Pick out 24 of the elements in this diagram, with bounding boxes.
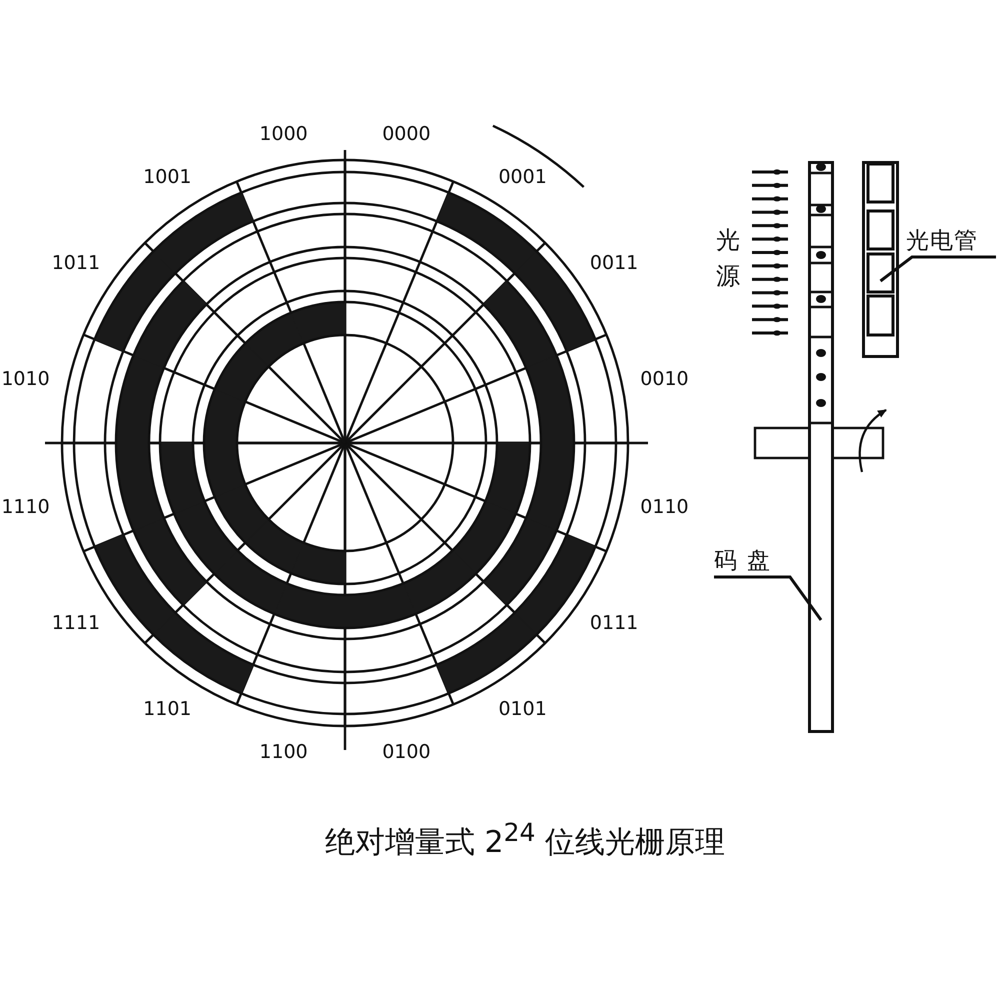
code-label: 1111 — [50, 610, 102, 636]
code-label: 1011 — [50, 251, 102, 276]
leader-line — [880, 256, 996, 282]
code-label: 1000 — [258, 122, 309, 148]
code-label: 0001 — [497, 165, 548, 190]
code-label: 0110 — [639, 494, 690, 520]
code-label: 0100 — [381, 740, 432, 765]
code-label: 0010 — [639, 367, 690, 392]
callout-text: 光电管 — [906, 226, 998, 256]
photocell-column — [862, 161, 899, 358]
caption: 绝对增量式 2$^{24}$ 位线光栅原理 — [324, 818, 726, 862]
leader-line — [714, 576, 822, 621]
code-label: 1010 — [0, 367, 51, 392]
code-label: 1001 — [142, 165, 192, 190]
code-label: 1100 — [258, 740, 309, 765]
light-source-label: 光源 — [716, 225, 741, 292]
code-label: 0011 — [588, 251, 640, 276]
callout-text: 码盘 — [714, 546, 784, 576]
code-label: 1101 — [142, 696, 192, 722]
code-label: 0101 — [497, 696, 548, 722]
code-label: 0000 — [381, 122, 432, 148]
code-strip — [808, 161, 834, 733]
code-label: 0111 — [588, 610, 640, 636]
code-label: 1110 — [0, 494, 51, 520]
